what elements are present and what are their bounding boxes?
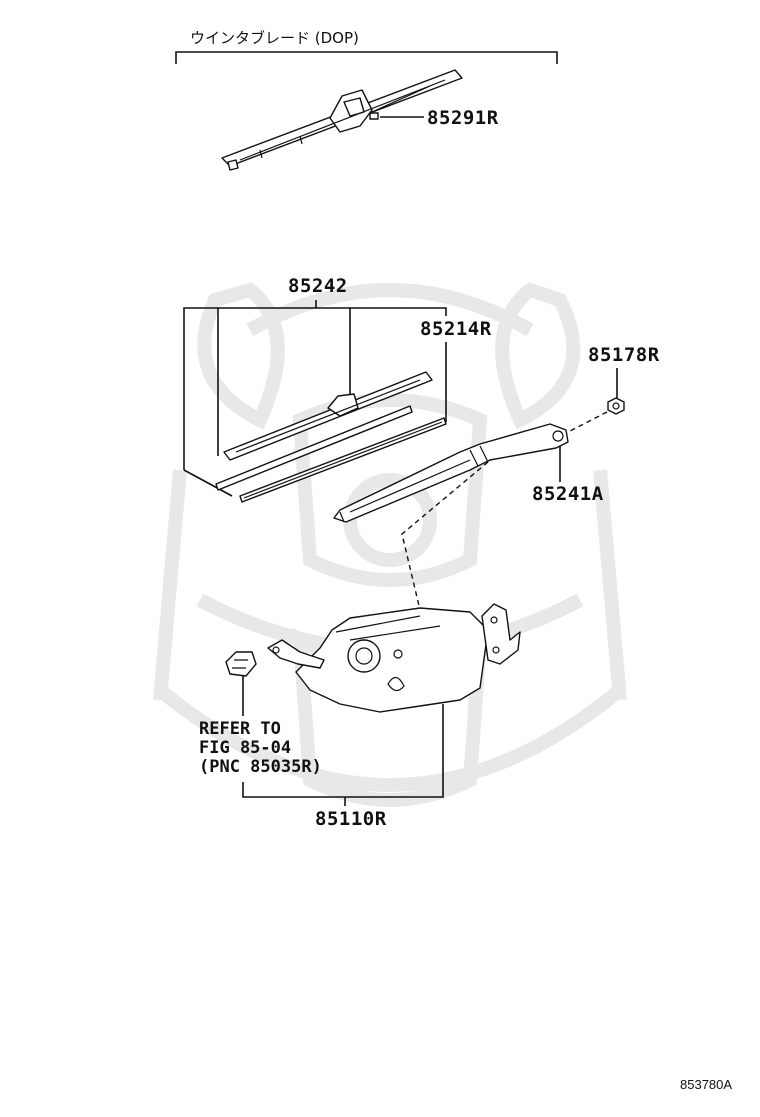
header-bracket xyxy=(175,51,558,64)
part-label-85241A: 85241A xyxy=(532,483,604,505)
reference-line-1: REFER TO xyxy=(199,719,281,739)
part-label-85178R: 85178R xyxy=(588,344,660,366)
bracket-85242 xyxy=(183,300,447,470)
nut-part xyxy=(607,397,625,415)
connector-part xyxy=(225,651,257,677)
bracket-85242-lower xyxy=(183,469,233,497)
wiper-arm-part xyxy=(333,423,569,523)
dash-nut-to-arm xyxy=(567,411,608,433)
reference-line-3: (PNC 85035R) xyxy=(199,757,322,777)
part-label-85242: 85242 xyxy=(288,275,348,297)
reference-line-2: FIG 85-04 xyxy=(199,738,291,758)
bracket-85110R xyxy=(242,704,444,806)
dash-arm-to-motor xyxy=(401,461,489,611)
part-label-85110R: 85110R xyxy=(315,808,387,830)
part-label-85291R: 85291R xyxy=(427,107,499,129)
header-title: ウインタブレード (DOP) xyxy=(190,29,359,47)
diagram-code: 853780A xyxy=(680,1077,732,1092)
rear-blade-part xyxy=(215,371,447,503)
part-label-85214R: 85214R xyxy=(420,318,492,340)
wiper-motor-part xyxy=(267,603,521,713)
winter-blade-part xyxy=(221,69,463,171)
